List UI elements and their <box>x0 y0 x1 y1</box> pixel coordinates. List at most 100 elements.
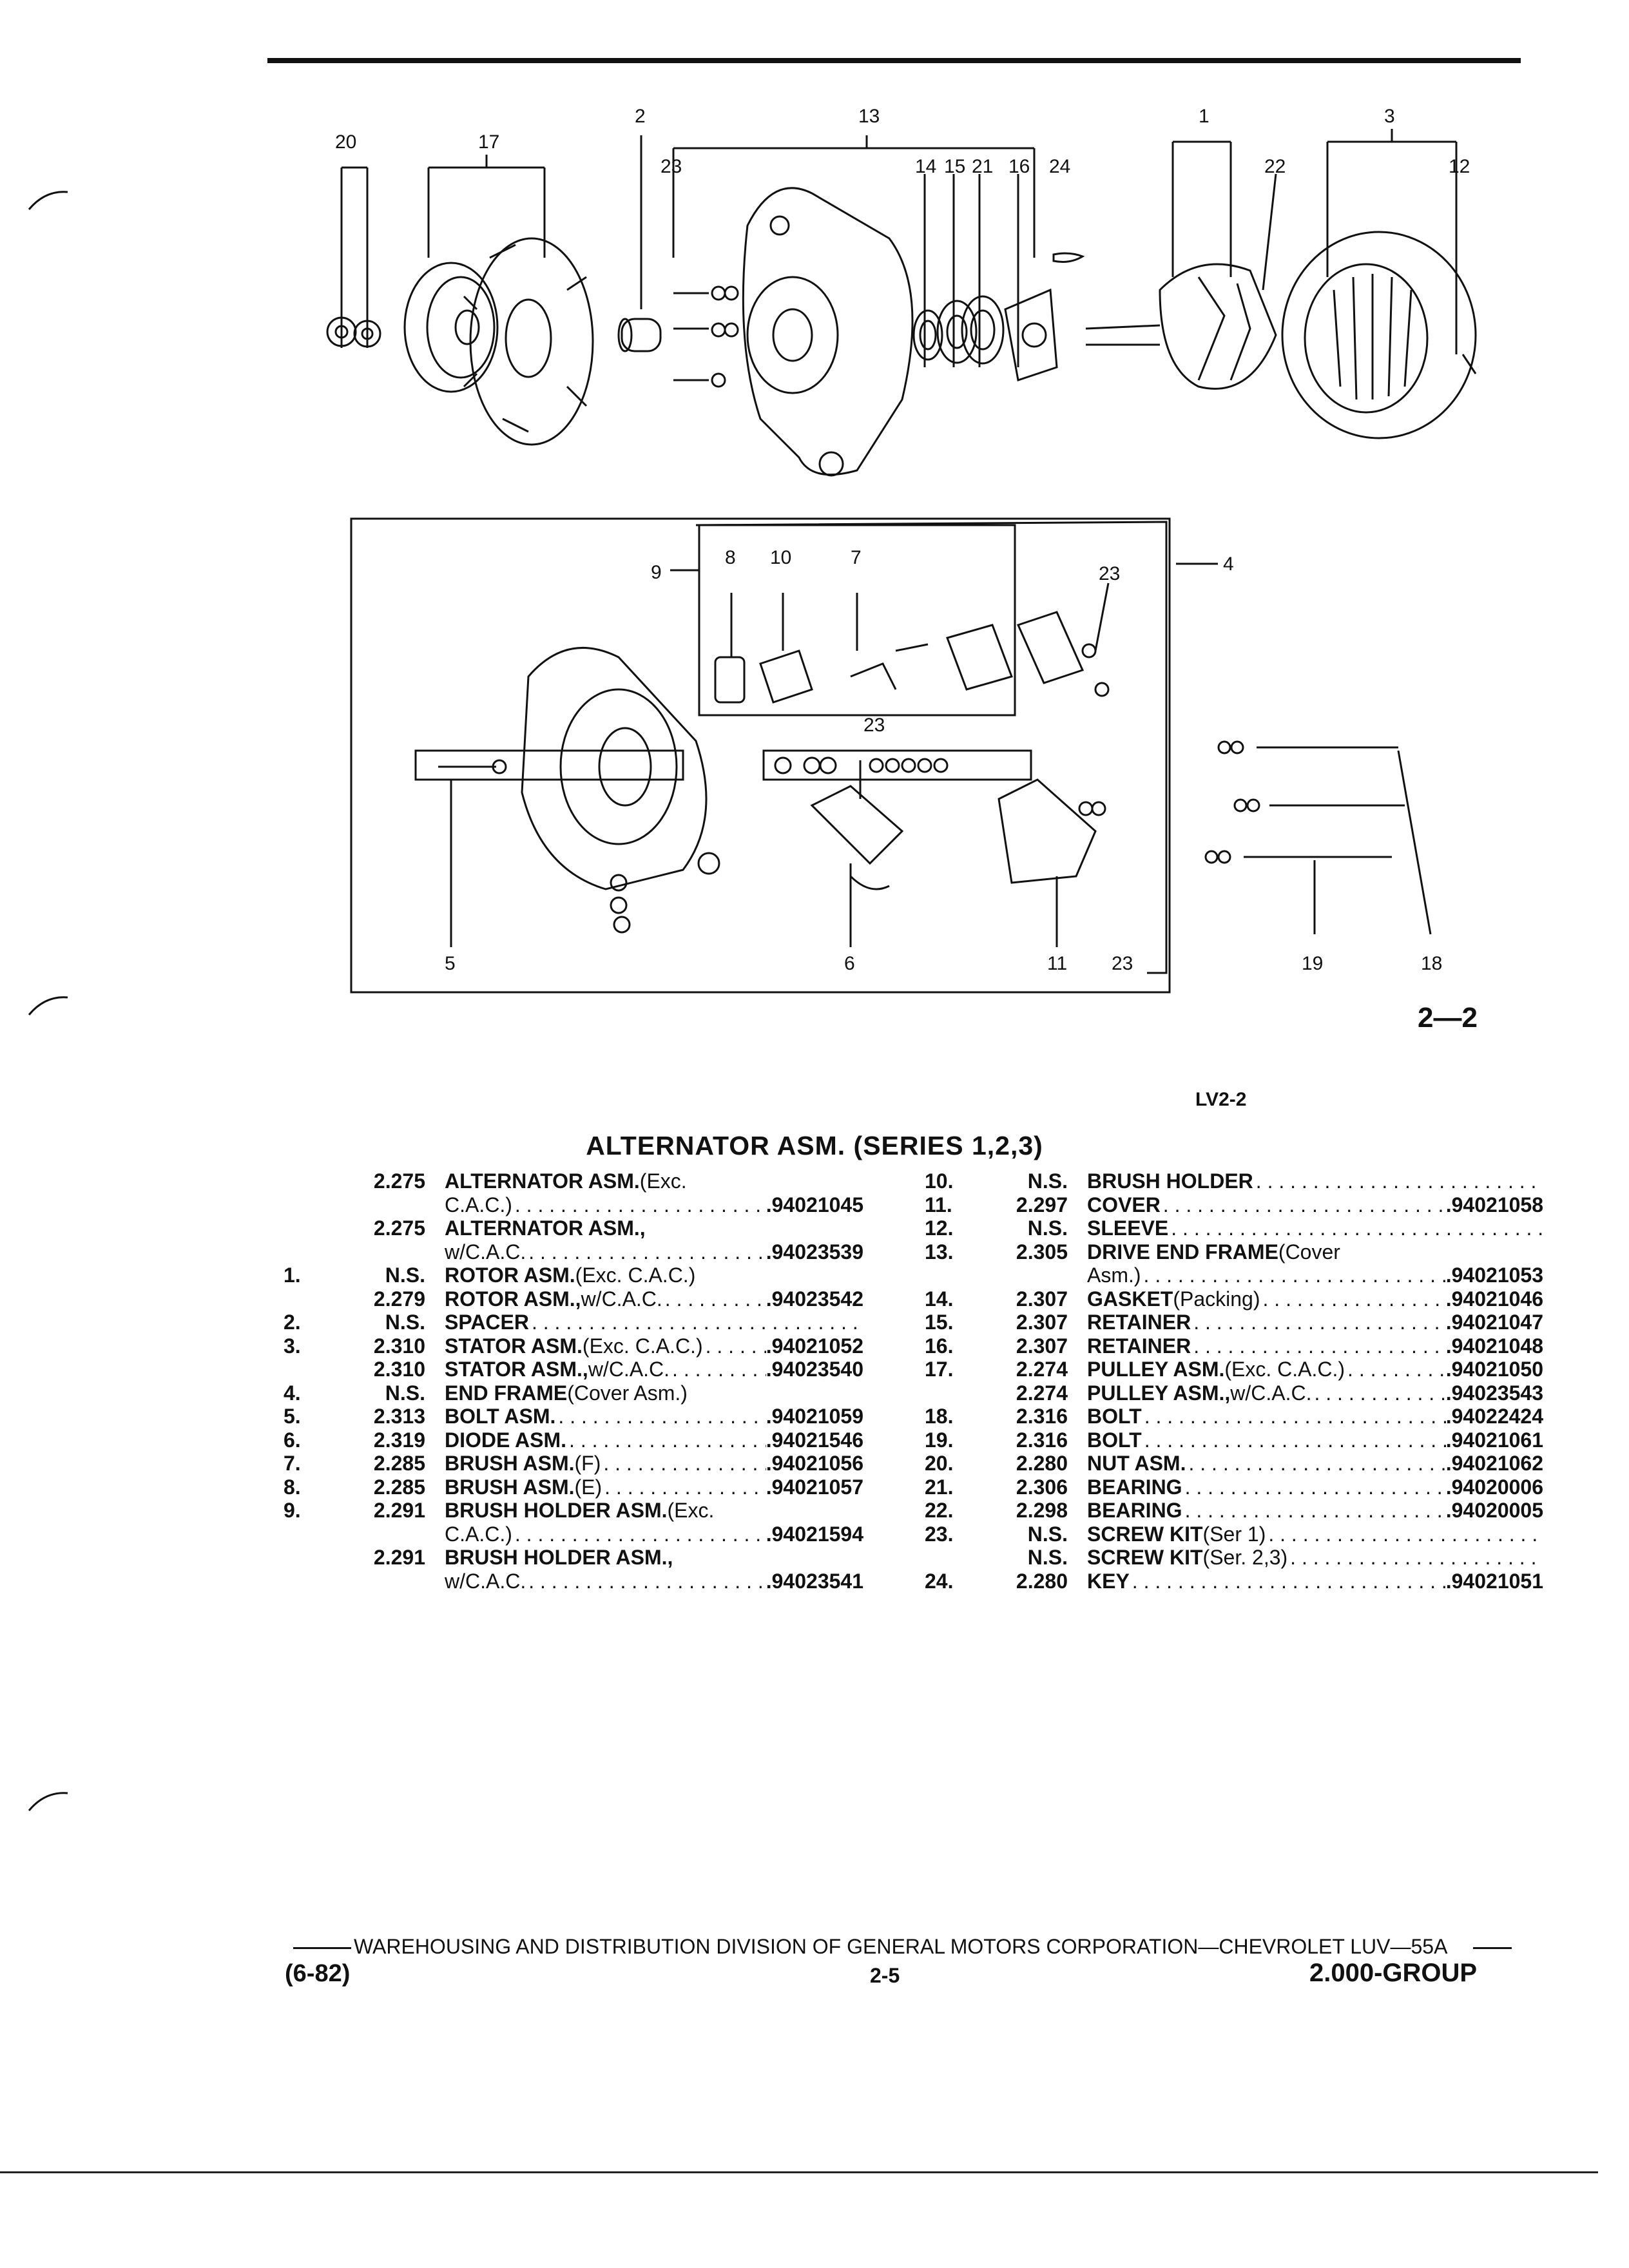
part-qualifier: (Exc. <box>639 1169 687 1193</box>
part-description: NUT ASM..94021062 <box>1087 1452 1543 1475</box>
leader-dots <box>670 1358 766 1381</box>
item-number: 16. <box>925 1334 954 1358</box>
part-number: .94021056 <box>766 1452 863 1475</box>
part-name: BOLT ASM. <box>445 1405 556 1428</box>
part-name: RETAINER <box>1087 1311 1191 1334</box>
item-number: 21. <box>925 1475 954 1499</box>
group-number: 2.305 <box>1016 1240 1068 1264</box>
part-description: PULLEY ASM., w/C.A.C..94023543 <box>1087 1381 1543 1405</box>
part-name: BRUSH HOLDER ASM., <box>445 1546 673 1569</box>
item-number: 19. <box>925 1428 954 1452</box>
part-description: PULLEY ASM. (Exc. C.A.C.).94021050 <box>1087 1358 1543 1381</box>
part-description: BEARING.94020005 <box>1087 1499 1543 1523</box>
callout-7: 7 <box>851 547 862 568</box>
part-name: ROTOR ASM. <box>445 1264 575 1287</box>
part-name: ALTERNATOR ASM., <box>445 1216 646 1240</box>
part-name: COVER <box>1087 1193 1161 1216</box>
leader-dots <box>1287 1546 1543 1570</box>
leader-dots <box>1142 1405 1446 1428</box>
part-qualifier: w/C.A.C. <box>445 1240 526 1264</box>
item-number: 13. <box>925 1240 954 1264</box>
part-description: C.A.C.).94021594 <box>445 1523 863 1546</box>
part-qualifier: w/C.A.C. <box>588 1358 670 1381</box>
part-description: SCREW KIT (Ser. 2,3) <box>1087 1546 1543 1570</box>
callout-23: 23 <box>660 156 682 177</box>
callout-19: 19 <box>1302 953 1323 974</box>
part-description: STATOR ASM. (Exc. C.A.C.).94021052 <box>445 1334 863 1358</box>
group-number <box>348 1523 445 1546</box>
callout-23: 23 <box>1112 953 1133 974</box>
part-row: 2.291 BRUSH HOLDER ASM., <box>284 1546 863 1570</box>
part-number: .94021046 <box>1445 1287 1543 1311</box>
part-description: BOLT ASM..94021059 <box>445 1405 863 1428</box>
part-number: .94022424 <box>1445 1405 1543 1428</box>
group-number: 2.275 <box>373 1216 425 1240</box>
part-qualifier: (Cover <box>1278 1240 1340 1264</box>
group-number: 2.274 <box>1016 1381 1068 1405</box>
leader-dots <box>526 1570 766 1593</box>
group-number: 2.000-GROUP <box>1309 1959 1478 1987</box>
callout-9: 9 <box>651 562 662 583</box>
part-name: BOLT <box>1087 1405 1142 1428</box>
group-number <box>348 1240 445 1264</box>
footer-date: (6-82) <box>285 1960 351 1987</box>
part-row: 2.274 PULLEY ASM., w/C.A.C..94023543 <box>925 1381 1543 1405</box>
group-number: 2.279 <box>373 1287 425 1311</box>
callout-13: 13 <box>858 106 880 127</box>
part-description: SLEEVE <box>1087 1216 1543 1240</box>
part-number: .94021061 <box>1445 1428 1543 1452</box>
part-number: .94023539 <box>766 1240 863 1264</box>
leader-dots <box>1345 1358 1446 1381</box>
callout-18: 18 <box>1421 953 1442 974</box>
section-title: ALTERNATOR ASM. (SERIES 1,2,3) <box>586 1131 1043 1160</box>
item-number: 10. <box>925 1169 954 1193</box>
item-number <box>925 1264 983 1287</box>
part-row: Asm.).94021053 <box>925 1264 1543 1287</box>
part-name: KEY <box>1087 1569 1130 1593</box>
callout-12: 12 <box>1449 156 1470 177</box>
part-description: DRIVE END FRAME (Cover <box>1087 1240 1543 1264</box>
leader-dots <box>602 1475 766 1499</box>
part-row: w/C.A.C..94023541 <box>284 1570 863 1593</box>
part-row: C.A.C.).94021045 <box>284 1193 863 1217</box>
leader-dots <box>1253 1169 1543 1193</box>
group-number: 2.291 <box>373 1499 425 1522</box>
part-number: .94021050 <box>1445 1358 1543 1381</box>
part-number: .94021051 <box>1445 1569 1543 1593</box>
group-number: 2.291 <box>373 1546 425 1569</box>
part-row: 13. 2.305 DRIVE END FRAME (Cover <box>925 1240 1543 1264</box>
leader-dots <box>1266 1523 1543 1546</box>
item-number: 17. <box>925 1358 954 1381</box>
part-row: 23.N.S.SCREW KIT (Ser 1) <box>925 1523 1543 1546</box>
part-qualifier: C.A.C.) <box>445 1522 512 1546</box>
item-number: 18. <box>925 1405 954 1428</box>
callout-5: 5 <box>445 953 456 974</box>
leader-dots <box>1311 1381 1445 1405</box>
part-number: .94023541 <box>766 1569 863 1593</box>
part-name: SCREW KIT <box>1087 1546 1203 1569</box>
callout-23: 23 <box>863 715 885 736</box>
group-number: 2.307 <box>1016 1311 1068 1334</box>
part-description: DIODE ASM..94021546 <box>445 1428 863 1452</box>
part-name: DRIVE END FRAME <box>1087 1240 1278 1264</box>
leader-dots <box>566 1428 766 1452</box>
footer-publisher-line: WAREHOUSING AND DISTRIBUTION DIVISION OF… <box>293 1935 1512 1959</box>
leader-dots <box>1186 1452 1445 1475</box>
part-description: RETAINER.94021048 <box>1087 1334 1543 1358</box>
part-name: SCREW KIT <box>1087 1522 1203 1546</box>
part-qualifier: Asm.) <box>1087 1264 1141 1287</box>
part-description: BRUSH ASM. (F).94021056 <box>445 1452 863 1475</box>
part-description: BRUSH HOLDER ASM., <box>445 1546 863 1570</box>
part-row: 10.N.S.BRUSH HOLDER <box>925 1169 1543 1193</box>
group-number: 2.285 <box>373 1475 425 1499</box>
group-number <box>348 1193 445 1217</box>
